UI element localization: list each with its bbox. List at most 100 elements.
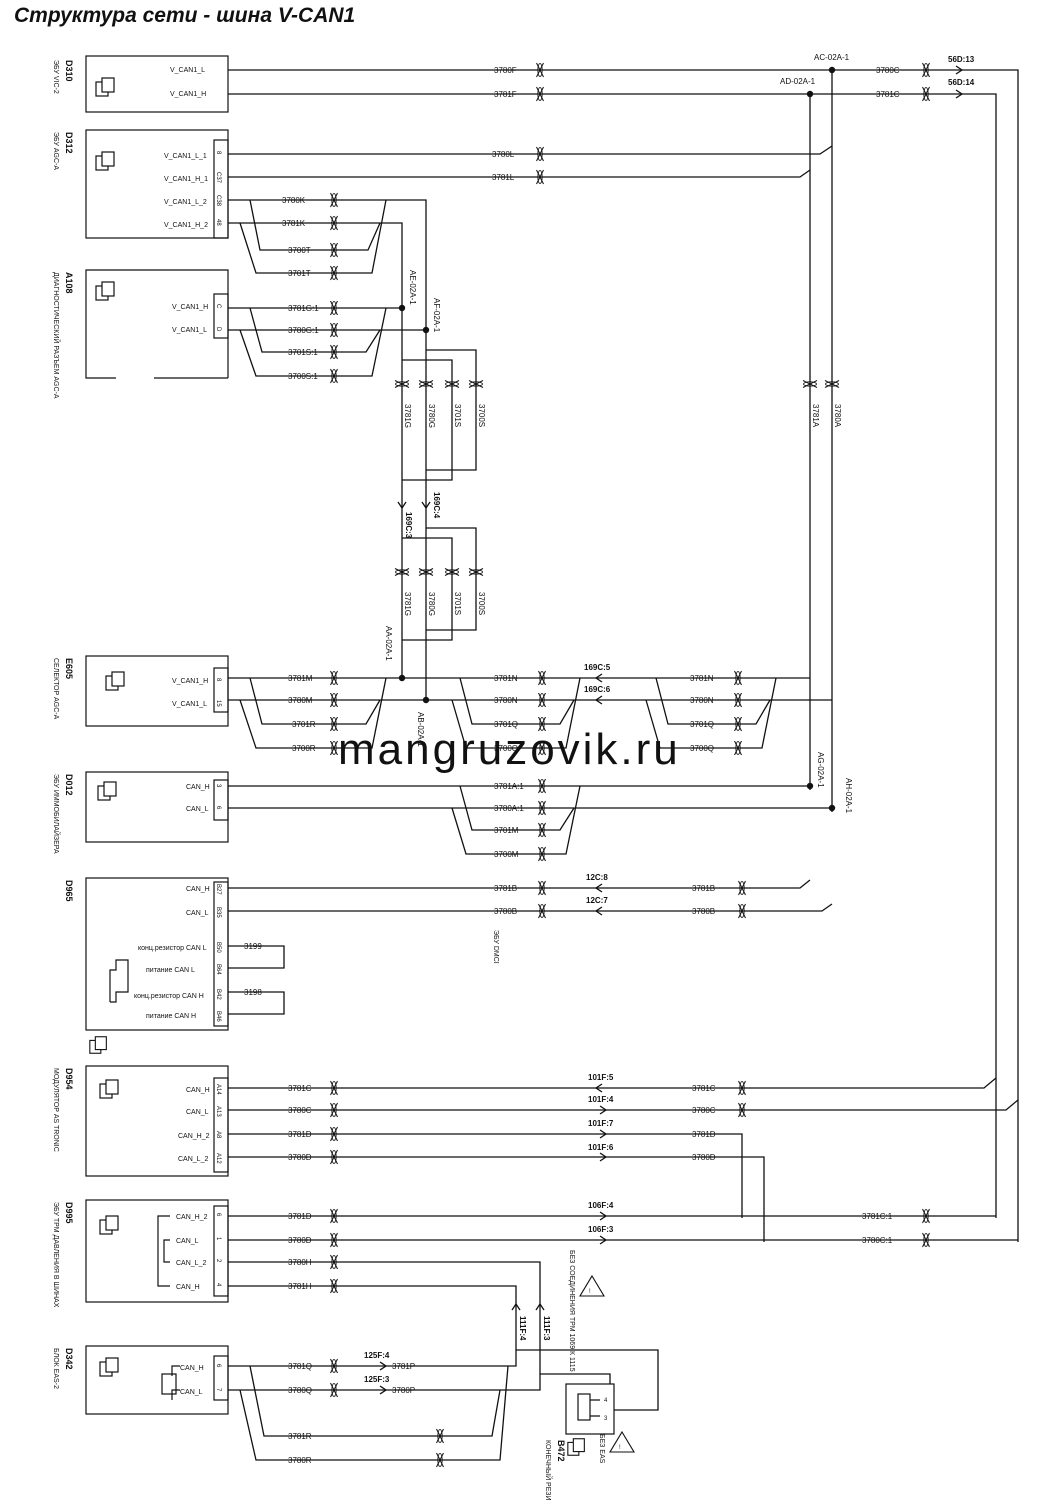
ecu-icon [95, 77, 115, 97]
wire-label: 3780A:1 [494, 804, 524, 813]
ecu-icon [95, 281, 115, 301]
pin-number: 3 [604, 1416, 608, 1422]
pin-label: CAN_L [186, 1109, 209, 1116]
splice-label: AE-02A-1 [408, 270, 417, 305]
pin-number: 8 [215, 678, 221, 682]
wire-label: 3781A:1 [494, 782, 524, 791]
splice-label: AC-02A-1 [814, 53, 850, 62]
wire-label: 3781R [288, 1432, 312, 1441]
component-d995: D995 ЭБУ TPM ДАВЛЕНИЯ В ШИНАХ CAN_H_2 CA… [52, 1199, 229, 1308]
svg-text:!: ! [619, 1445, 621, 1451]
pin-label: CAN_L [186, 910, 209, 917]
pin-number: A12 [215, 1153, 221, 1164]
pin-number: 8 [215, 151, 221, 155]
watermark: mangruzovik.ru [338, 725, 681, 774]
pin-number: 1 [215, 1237, 221, 1241]
pin-number: C37 [215, 172, 221, 184]
connector-label: 169C:4 [432, 492, 441, 519]
pin-label: V_CAN1_L [172, 701, 207, 708]
connector-label: 106F:3 [588, 1225, 614, 1234]
splice-labels: AC-02A-1 AD-02A-1 AE-02A-1 AF-02A-1 AA-0… [384, 53, 853, 814]
component-d954: D954 МОДУЛЯТОР AS TRONIC CAN_H CAN_L CAN… [52, 1065, 229, 1177]
wire-label: 3780D [288, 1236, 312, 1245]
wire-labels: 3780F 3781F 3780C 3781C 3780L 3781L 3780… [244, 66, 900, 1465]
component-e605: E605 СЕЛЕКТОР AGC-A V_CAN1_H V_CAN1_L 8 … [52, 655, 229, 727]
wire-label: 3781A [811, 404, 820, 428]
pin-label: V_CAN1_H_1 [164, 176, 208, 183]
wire-label: 3701S [453, 592, 462, 615]
svg-text:!: ! [589, 1289, 591, 1295]
wire-label: 3780R [288, 1456, 312, 1465]
wire-label: 3780C [692, 1106, 716, 1115]
wire-label: 3781G [403, 404, 412, 428]
splice-label: AB-02A-1 [416, 712, 425, 747]
pin-number: B64 [215, 964, 221, 975]
component-name: ЭБУ TPM ДАВЛЕНИЯ В ШИНАХ [52, 1202, 59, 1308]
pin-label: питание CAN H [146, 1013, 196, 1020]
ecu-icon [99, 1079, 119, 1099]
component-id: D312 [64, 132, 74, 154]
pin-label: CAN_L [180, 1389, 203, 1396]
wiring [228, 69, 1019, 1461]
component-name: ЭБУ VIC-2 [52, 60, 59, 94]
component-name: СЕЛЕКТОР AGC-A [52, 658, 59, 720]
pin-label: V_CAN1_L [172, 327, 207, 334]
connector-label: 101F:5 [588, 1073, 614, 1082]
pin-number: B27 [215, 884, 221, 895]
wire-label: 3780B [494, 907, 517, 916]
connector-label: 101F:7 [588, 1119, 614, 1128]
wire-label: 3781M [288, 674, 313, 683]
ecu-icon [89, 1036, 107, 1054]
wire-label: 3780C [288, 1106, 312, 1115]
pin-number: 6 [215, 1364, 221, 1368]
note-no-eas: ! БЕЗ EAS [598, 1430, 635, 1464]
component-name: БЛОК EAS-2 [52, 1348, 59, 1389]
wire-label: 3700M [494, 850, 519, 859]
wire-label: 3780A [833, 404, 842, 428]
wire-label: 3700R [292, 744, 316, 753]
wire-label: 3780Q [288, 1386, 312, 1395]
pin-label: V_CAN1_L [170, 67, 205, 74]
wire-label: 3780L [492, 150, 515, 159]
pin-number: 48 [215, 219, 221, 226]
component-id: D342 [64, 1348, 74, 1370]
wire-label: 3781C:1 [862, 1212, 893, 1221]
connector-symbols [379, 65, 964, 1395]
pin-label: V_CAN1_H [172, 304, 208, 311]
wire-label: 3781N [494, 674, 518, 683]
wire-label: 3781N [690, 674, 714, 683]
wire-label: 3781D [288, 1212, 312, 1221]
component-id: D954 [64, 1068, 74, 1090]
pin-number: B46 [215, 1011, 221, 1022]
splice-label: AG-02A-1 [816, 752, 825, 788]
note-text: БЕЗ СОЕДИНЕНИЯ ТРМ 1069 К 1115 [568, 1250, 575, 1372]
wire-label: 3701Q [690, 720, 714, 729]
component-d310: D310 ЭБУ VIC-2 V_CAN1_L V_CAN1_H [52, 55, 229, 113]
component-id: D965 [64, 880, 74, 902]
pin-number: C [215, 304, 221, 309]
wire-label: 3781B [692, 884, 715, 893]
wire-label: 3199 [244, 942, 262, 951]
ecu-icon [567, 1438, 585, 1456]
pin-number: 7 [215, 1388, 221, 1392]
wire-label: 3781C [876, 90, 900, 99]
connector-label: 169C:3 [404, 512, 413, 539]
wire-label: 3700S:1 [288, 372, 318, 381]
pin-number: A8 [215, 1131, 221, 1139]
pin-label: CAN_H [180, 1365, 204, 1372]
component-id: D995 [64, 1202, 74, 1224]
splice-label: AA-02A-1 [384, 626, 393, 661]
pin-label: CAN_H [186, 784, 210, 791]
ecu-icon [95, 151, 115, 171]
wire-label: 3198 [244, 988, 262, 997]
wire-label: 3701S [453, 404, 462, 427]
wire-label: 3780G [427, 592, 436, 616]
pin-number: D [215, 327, 221, 332]
wire-label: 3701Q [494, 720, 518, 729]
wire-label: 3781C [692, 1084, 716, 1093]
wire-label: 3701T [288, 269, 311, 278]
pin-label: V_CAN1_H [170, 91, 206, 98]
component-id: A108 [64, 272, 74, 294]
wire-label: 3701S:1 [288, 348, 318, 357]
wire-label: 3701M [494, 826, 519, 835]
